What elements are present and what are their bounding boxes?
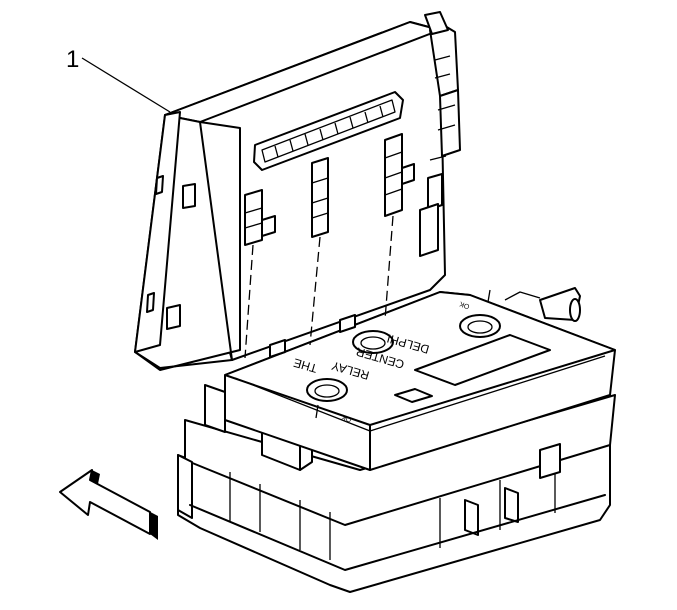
relay-center-cover: DELPHI CENTER RELAY THE OK OK — [224, 287, 616, 471]
callout-number: 1 — [66, 46, 79, 73]
cover-marker-left: OK — [340, 413, 352, 423]
body-control-module — [134, 11, 461, 371]
cover-marker-right: OK — [458, 300, 470, 310]
callout-1: 1 — [66, 46, 171, 113]
cover-text-the: THE — [292, 356, 319, 376]
direction-arrow-icon — [59, 469, 158, 540]
alignment-guides — [244, 215, 394, 359]
callout-leader-line — [81, 57, 171, 113]
